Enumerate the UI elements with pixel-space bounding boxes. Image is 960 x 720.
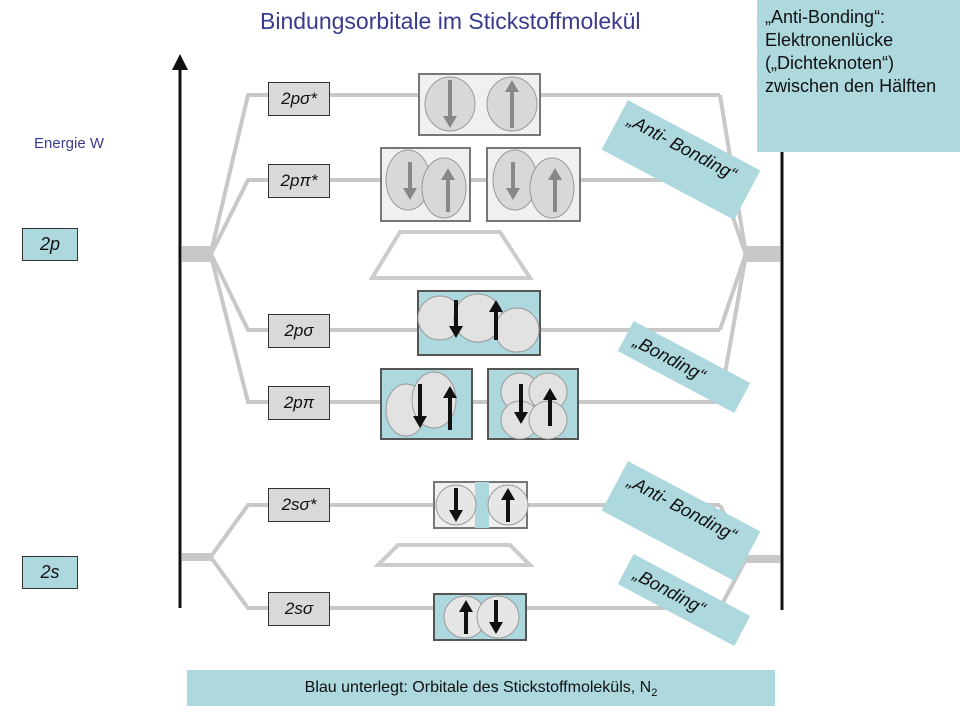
footer-subscript: 2 — [651, 687, 658, 700]
mo-level-2ppi-star: 2pπ* — [268, 164, 330, 198]
mo-level-2psigma-star: 2pσ* — [268, 82, 330, 116]
trapezoid-upper — [368, 230, 534, 280]
energy-axis-arrowhead — [172, 54, 188, 70]
mo-level-2ssigma-star: 2sσ* — [268, 488, 330, 522]
orbital-2psigma-star — [418, 73, 541, 136]
diagram-title: Bindungsorbitale im Stickstoffmolekül — [260, 8, 641, 34]
energy-axis-label: Energie W — [34, 135, 105, 152]
orbital-2ppi-1 — [380, 368, 473, 440]
mo-level-2ppi: 2pπ — [268, 386, 330, 420]
anti-bonding-annotation: „Anti-Bonding“: Elektronenlücke („Dichte… — [757, 0, 960, 152]
footer-caption: Blau unterlegt: Orbitale des Stickstoffm… — [187, 670, 775, 706]
atomic-level-2s: 2s — [22, 556, 78, 589]
orbital-2psigma — [417, 290, 541, 356]
mo-level-2ssigma: 2sσ — [268, 592, 330, 626]
orbital-2ppi-star-1 — [380, 147, 471, 222]
orbital-2ppi-star-2 — [486, 147, 581, 222]
orbital-2ppi-2 — [487, 368, 579, 440]
trapezoid-lower — [373, 543, 535, 567]
orbital-2ssigma-star — [433, 481, 529, 529]
atomic-level-2p: 2p — [22, 228, 78, 261]
footer-text: Blau unterlegt: Orbitale des Stickstoffm… — [304, 679, 652, 696]
mo-level-2psigma: 2pσ — [268, 314, 330, 348]
orbital-2ssigma — [433, 593, 527, 641]
